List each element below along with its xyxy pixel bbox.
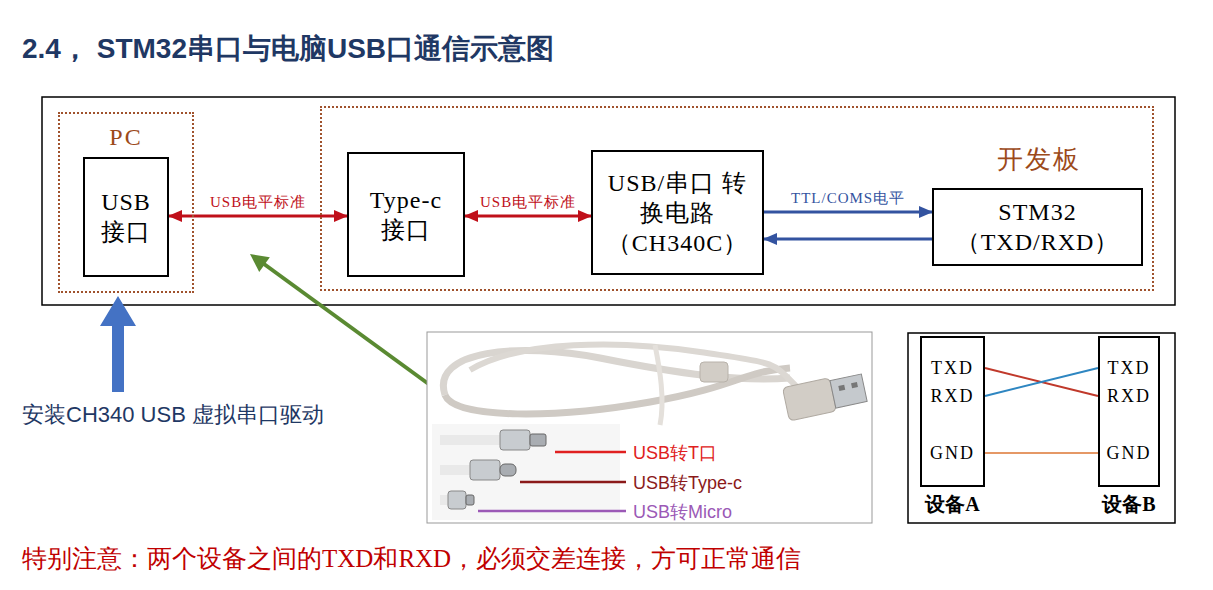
board-region: 开发板 Type-c 接口 USB/串口 转换电路 （CH340C） STM32 （T… (320, 106, 1154, 291)
title-text: 2.4， STM32串口与电脑USB口通信示意图 (22, 30, 554, 68)
converter-box: USB/串口 转换电路 （CH340C） (591, 150, 764, 275)
note-text: 安装CH340 USB 虚拟串口驱动 (22, 400, 324, 430)
device-heading: 设备B (1076, 491, 1182, 518)
driver-arrow (100, 296, 136, 392)
leader-line (555, 451, 626, 454)
box-text: Type-c 接口 (355, 185, 457, 245)
pin-name: RXD (920, 385, 985, 407)
cable-label: USB转Type-c (633, 471, 742, 495)
box-text: USB/串口 转换电路 （CH340C） (599, 168, 756, 258)
pin-name: GND (920, 442, 985, 464)
region-heading: 开发板 (997, 142, 1081, 177)
warning-note: 特别注意：两个设备之间的TXD和RXD，必须交差连接，方可正常通信 (22, 542, 801, 575)
cable-photo (427, 332, 872, 523)
mcu-box: STM32 （TXD/RXD） (932, 188, 1143, 266)
connector (764, 211, 932, 214)
box-text: USB 接口 (91, 187, 161, 247)
pin-name: GND (1098, 442, 1160, 464)
leader-line (520, 481, 626, 484)
outer-frame (42, 97, 1175, 305)
connector (985, 368, 1098, 396)
pin-name: TXD (920, 357, 985, 379)
connector (985, 452, 1098, 454)
leader-line (478, 510, 626, 513)
pin-name: TXD (1098, 357, 1160, 379)
connector (465, 215, 591, 218)
typec-port-box: Type-c 接口 (347, 152, 465, 277)
device-heading: 设备A (898, 491, 1007, 518)
connector (764, 238, 932, 241)
edge-label: USB电平标准 (478, 193, 578, 212)
pc-region: PC USB 接口 (58, 112, 194, 293)
pointer-line (264, 264, 430, 385)
edge-label: USB电平标准 (208, 193, 308, 212)
edge-label: TTL/COMS电平 (789, 189, 907, 208)
region-heading: PC (60, 124, 192, 151)
pointer-head (250, 254, 270, 272)
pin-name: RXD (1098, 385, 1160, 407)
connector (985, 368, 1098, 396)
cable-label: USB转Micro (633, 500, 732, 524)
box-text: STM32 （TXD/RXD） (940, 197, 1135, 257)
cable-label: USB转T口 (633, 441, 717, 465)
usb-port-box: USB 接口 (83, 157, 169, 277)
